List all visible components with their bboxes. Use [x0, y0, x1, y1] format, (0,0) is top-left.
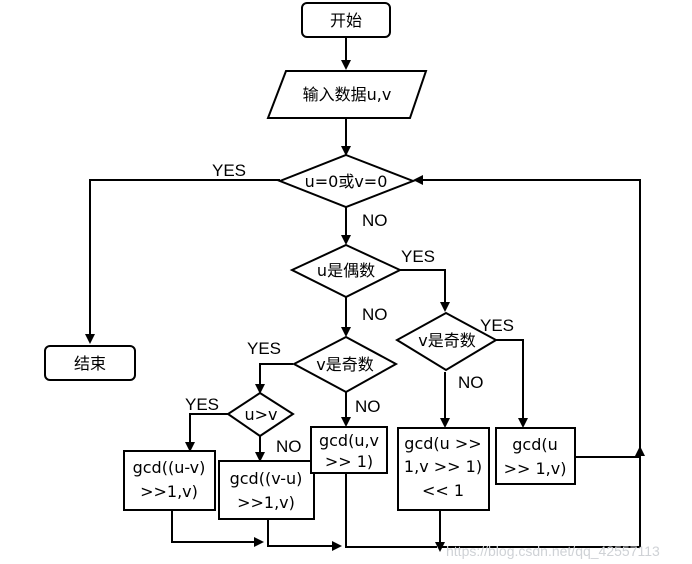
input-parallelogram [266, 70, 428, 119]
flow-gcd1-down [171, 510, 264, 547]
arrow-ugtv-yes [185, 413, 228, 452]
flow-gcd2-down [267, 519, 342, 551]
gcd-u-minus-v-line1: gcd((u-v) [133, 458, 206, 477]
label-no-vodd-right: NO [458, 373, 484, 392]
start-terminal [301, 2, 391, 38]
flow-gcd3-down [345, 473, 437, 548]
label-no-vodd-left: NO [355, 397, 381, 416]
process-gcd-v-minus-u [218, 460, 315, 520]
gcd-v-minus-u-line2: >>1,v) [237, 493, 295, 512]
gcd-u-v-shift-line1: gcd(u,v [319, 431, 379, 450]
label-no-ueven: NO [362, 305, 388, 324]
v-odd-left-label: v是奇数 [316, 355, 373, 374]
process-gcd-u-shift [495, 427, 576, 485]
input-label: 输入数据u,v [303, 85, 392, 104]
u-gt-v-label: u>v [244, 405, 277, 424]
decision-v-odd-right [395, 311, 499, 372]
arrow-vodd-right-yes [496, 339, 528, 428]
label-yes-ugtv: YES [185, 395, 219, 414]
gcd-v-minus-u-line1: gcd((v-u) [230, 469, 303, 488]
end-terminal [44, 345, 136, 381]
gcd-u-minus-v-line2: >>1,v) [140, 482, 198, 501]
label-yes-ueven: YES [401, 247, 435, 266]
start-label: 开始 [330, 11, 362, 30]
gcd-u-shift-line1: gcd(u [512, 435, 558, 454]
gcd-both-shift-line3: << 1 [422, 481, 464, 500]
process-gcd-u-minus-v [123, 450, 216, 511]
gcd-both-shift-line1: gcd(u >> [404, 434, 481, 453]
label-yes-vodd-right: YES [480, 316, 514, 335]
u-even-label: u是偶数 [317, 261, 375, 280]
label-no-ugtv: NO [276, 437, 302, 456]
label-yes-vodd-left: YES [247, 339, 281, 358]
flow-loop-back [413, 175, 641, 455]
gcd-both-shift-line2: 1,v >> 1) [404, 457, 482, 476]
connectors [85, 37, 645, 552]
label-no-check: NO [362, 211, 388, 230]
end-label: 结束 [74, 354, 106, 373]
decision-check-zero [277, 153, 416, 209]
arrow-ueven-yes [400, 269, 450, 312]
v-odd-right-label: v是奇数 [418, 331, 475, 350]
arrow-vodd-yes [255, 363, 293, 394]
decision-v-odd-left [291, 335, 399, 394]
decision-u-even [289, 243, 403, 299]
check-zero-label: u=0或v=0 [305, 172, 388, 191]
decision-u-gt-v [226, 391, 295, 438]
gcd-u-v-shift-line2: >> 1) [325, 452, 373, 471]
watermark: https://blog.csdn.net/qq_42557113 [446, 543, 660, 559]
arrow-check-yes-to-end [85, 179, 280, 344]
label-yes-check: YES [212, 161, 246, 180]
gcd-u-shift-line2: >> 1,v) [504, 459, 567, 478]
process-gcd-u-v-shift [310, 426, 388, 474]
process-gcd-both-shift [397, 427, 490, 511]
